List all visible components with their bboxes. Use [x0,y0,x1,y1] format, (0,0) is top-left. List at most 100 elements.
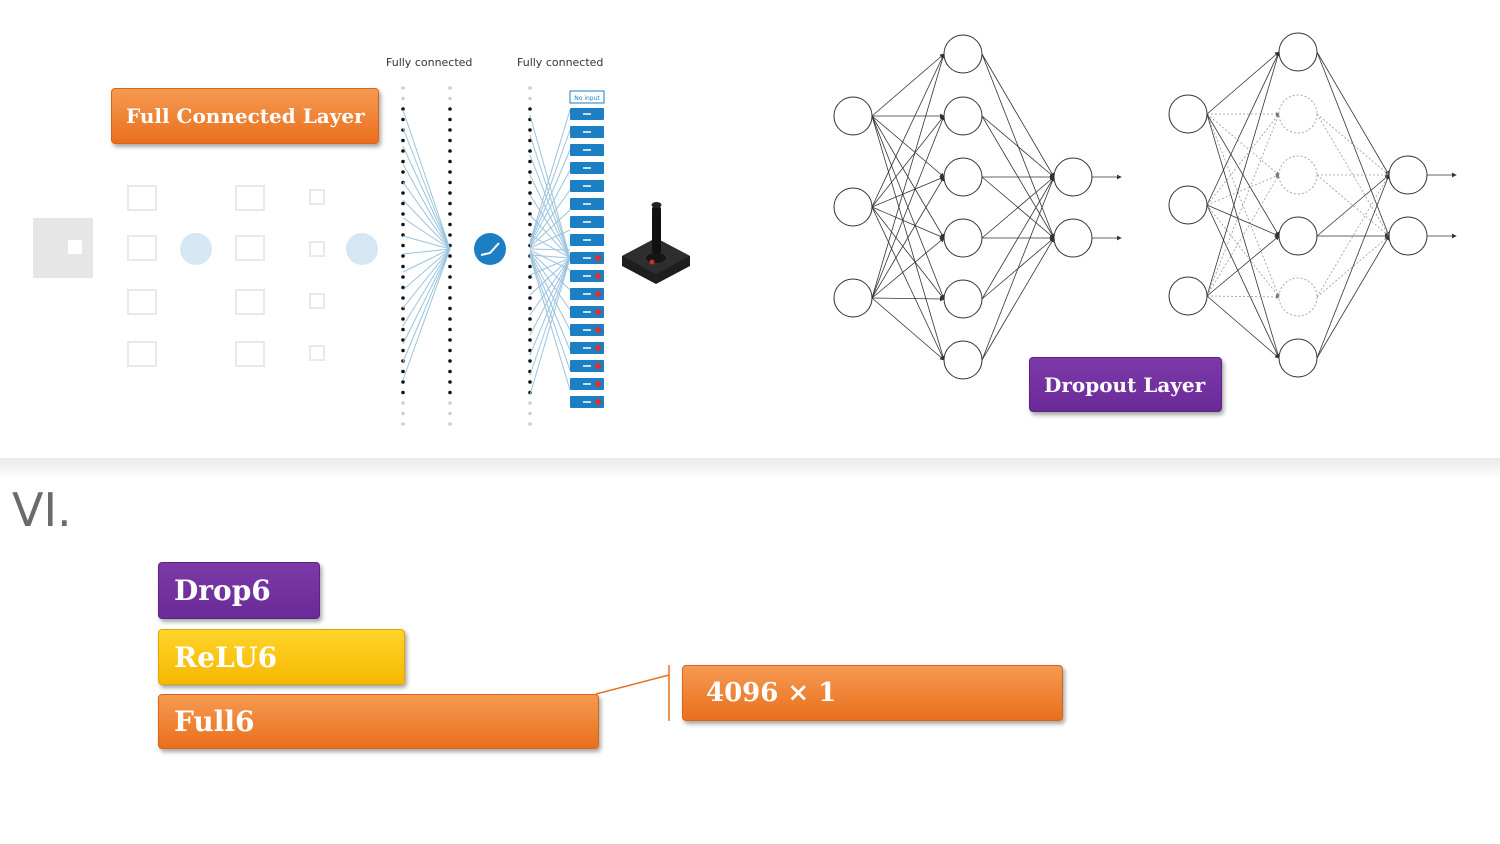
neuron-dot [448,338,452,342]
fire-icon [595,399,601,405]
fire-icon [595,363,601,369]
fire-icon [595,345,601,351]
hidden-neuron [1278,338,1318,378]
fc-connection-line [402,199,451,250]
neuron-dot [448,212,452,216]
network-edge [1206,174,1280,206]
fc-connection-line [402,181,451,250]
network-edge [871,297,945,361]
neuron-dot [401,86,405,90]
fc-connection-line [402,248,451,291]
neuron-dot [401,117,405,122]
network-edge [871,176,945,208]
network-edge [1206,113,1280,297]
fc-connection-line [529,253,571,351]
network-edge [1316,174,1390,359]
neuron-dot [401,96,405,101]
neuron-dot [528,296,532,300]
neuron-dot [401,149,405,153]
neuron-dot [401,317,405,321]
output-shape-box: 4096 × 1 [682,665,1063,721]
network-edge [1206,294,1280,299]
fc-connection-line [402,127,451,250]
fc-connection-line [529,248,571,251]
neuron-dot [448,264,452,269]
network-edge [871,296,945,302]
network-edge [871,206,945,300]
relu6-layer-block: ReLU6 [158,629,405,685]
neuron-dot [448,369,452,374]
fc-connection-line [529,250,571,291]
neuron-dot [401,348,405,353]
hidden-neuron [1278,216,1318,256]
neuron-dot [401,369,405,374]
network-edge [1316,51,1390,237]
hidden-neuron [943,279,983,319]
network-edge [1316,235,1390,359]
hidden-neuron [943,157,983,197]
network-edge [1206,113,1280,298]
neuron-dot [401,285,405,290]
network-edge [1206,235,1280,297]
network-edge [1206,51,1281,297]
faded-cnn-background [33,185,378,367]
fc-title-2: Fully connected [517,56,604,69]
neuron-dot [528,212,532,216]
neuron-dot [448,285,452,290]
neuron-dot [401,191,405,195]
neuron-dot [448,390,452,395]
neuron-dot [448,86,452,90]
neuron-dot [448,275,452,279]
fc-connection-line [402,163,451,250]
fc-connection-line [529,257,571,356]
network-edge [1206,204,1280,359]
network-edge [1206,51,1280,115]
fc-connection-line [529,209,571,248]
neuron-dot [401,296,405,300]
network-edge [981,176,1055,300]
neuron-dot [528,411,532,416]
fc-connections [402,109,571,396]
dropout-network-diagram [1168,32,1457,378]
neuron-dot [448,222,452,227]
fc-connection-line [529,134,571,259]
neuron-dot [401,222,405,227]
fc-connection-line [402,248,451,345]
joystick-icon [622,202,690,284]
network-edge [871,53,945,117]
neuron-dot [448,180,452,185]
neuron-dot [401,212,405,216]
fc-connection-line [529,214,571,259]
fire-icon [595,381,601,387]
network-edge [1206,204,1280,237]
fc-connection-line [529,174,571,259]
hidden-neuron [943,218,983,258]
neuron-dot [528,201,532,206]
network-edge [871,206,945,361]
neuron-dot [528,138,532,143]
output-neuron [1053,157,1093,197]
neuron-dot [401,159,405,164]
input-neuron [833,187,873,227]
neuron-dot [401,170,405,174]
input-neuron [1168,185,1208,225]
fc-connection-line [529,257,571,296]
neuron-dot [528,317,532,321]
action-buttons [570,108,604,408]
network-edge [871,53,946,299]
fire-icon [595,291,601,297]
dropped-neuron [1278,277,1318,317]
network-edge [1316,174,1390,237]
no-input-label: No input [574,95,600,102]
fc-connection-line [402,235,451,250]
neuron-dot [448,317,452,321]
neuron-dot [528,149,532,153]
network-edge [981,237,1055,361]
hidden-neuron [1278,32,1318,72]
fire-icon [595,255,601,261]
network-edge [981,115,1055,178]
drop6-layer-block: Drop6 [158,562,320,619]
input-neuron [1168,94,1208,134]
fc-connection-line [402,145,451,250]
neuron-dot [528,338,532,342]
